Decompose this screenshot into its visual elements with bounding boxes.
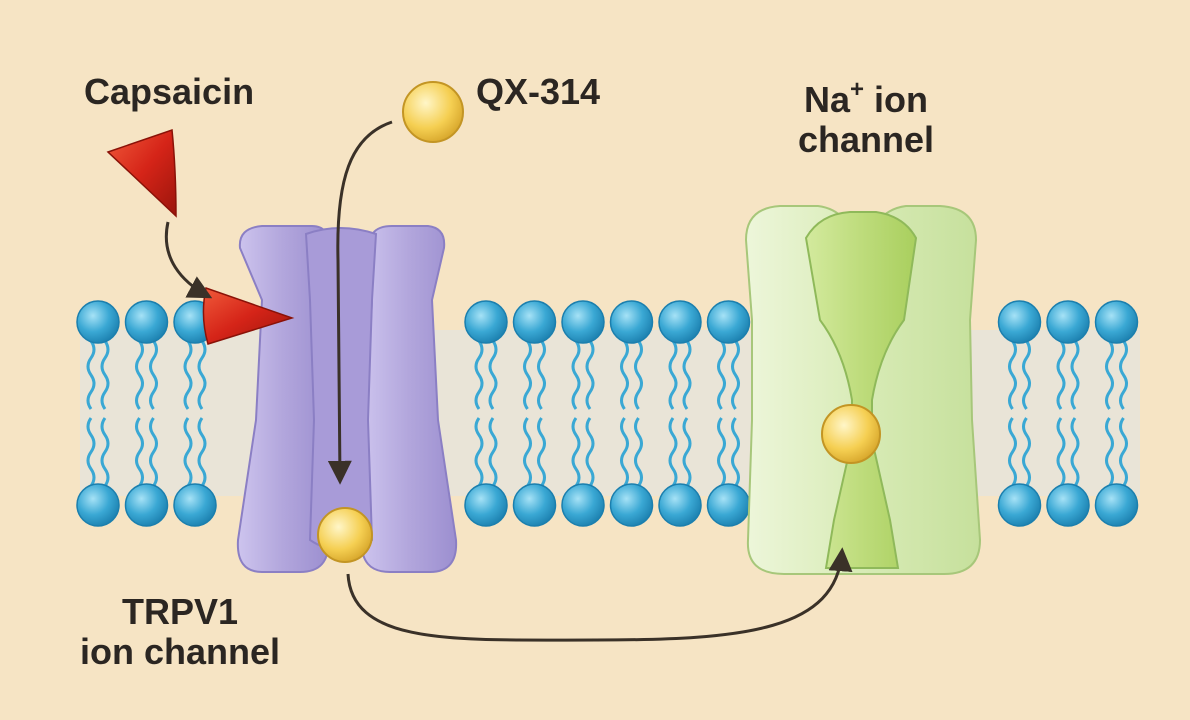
arrows [164, 120, 853, 642]
trpv1-label-line1: TRPV1 [121, 591, 239, 632]
qx314-label: QX-314 [476, 71, 601, 112]
lipid-head [997, 300, 1042, 344]
lipid-head [124, 483, 169, 527]
trpv1-channel [236, 225, 458, 573]
lipid-head [76, 483, 120, 527]
lipid-tail [197, 417, 207, 487]
lipid-tail [571, 417, 581, 487]
lipid-head [658, 300, 702, 344]
lipid-head [512, 300, 557, 344]
lipid-tail [149, 340, 158, 410]
membrane-core [80, 330, 1140, 496]
lipid-tail [668, 417, 678, 487]
lipid-head [706, 300, 751, 344]
trpv1-right-subunit [360, 225, 458, 573]
lipid-tail [523, 417, 532, 487]
ion-sphere-icon [317, 507, 373, 563]
lipid-tail [1119, 340, 1128, 410]
lipid-head [1046, 300, 1090, 344]
lipid-tail [474, 340, 484, 410]
lipid-tail [585, 340, 595, 410]
lipid-tail [488, 417, 498, 487]
lipid-tail [731, 340, 740, 410]
lipid-tail [1008, 340, 1017, 410]
lipid-head [124, 300, 169, 344]
trpv1-label: TRPV1 ion channel [40, 592, 320, 672]
lipid-head [706, 483, 751, 527]
na-channel-label: Na+ ion channel [768, 76, 964, 160]
lipid-tail [523, 340, 532, 410]
qx314-ions [317, 81, 881, 563]
qx314-transfer-arrow-icon [346, 547, 853, 642]
capsaicin-molecules [106, 128, 295, 345]
lipid-tail [1070, 340, 1080, 410]
lipid-tail [135, 417, 144, 487]
trpv1-center-subunit [304, 227, 378, 551]
lipid-tail [1008, 417, 1017, 487]
lipid-head [609, 483, 654, 527]
lipid-head [76, 300, 120, 344]
lipid-tail [717, 340, 726, 410]
lipid-tail [1119, 417, 1128, 487]
lipid-tails [86, 340, 1128, 487]
lipid-tail [668, 340, 678, 410]
na-channel-label-line2: channel [797, 119, 935, 160]
ion-sphere-icon [821, 404, 881, 464]
ion-sphere-icon [402, 81, 464, 143]
lipid-head [561, 300, 605, 344]
lipid-tail [183, 417, 193, 487]
lipid-tail [682, 340, 692, 410]
lipid-tail [620, 417, 629, 487]
na-ion-channel [744, 205, 982, 575]
lipid-tail [571, 340, 581, 410]
lipid-tail [86, 340, 96, 410]
lipid-tail [634, 417, 643, 487]
lipid-head [1094, 300, 1139, 344]
lipid-head [658, 483, 702, 527]
lipid-tail [634, 340, 643, 410]
lipid-tail [1022, 340, 1031, 410]
lipid-tail [620, 340, 629, 410]
lipid-head [609, 300, 654, 344]
lipid-tail [183, 340, 193, 410]
lipid-tail [731, 417, 740, 487]
lipid-heads [76, 300, 1139, 527]
lipid-tail [197, 340, 207, 410]
lipid-tail [1056, 340, 1066, 410]
lipid-tail [537, 340, 546, 410]
lipid-tail [149, 417, 158, 487]
lipid-tail [585, 417, 595, 487]
capsaicin-arrow-icon [164, 221, 213, 299]
trpv1-label-line2: ion channel [79, 631, 281, 672]
lipid-tail [100, 340, 110, 410]
qx314-entry-arrow-icon [327, 120, 393, 485]
lipid-head [173, 483, 217, 527]
lipid-tail [1105, 417, 1114, 487]
na-channel-label-line1: Na+ ion [803, 76, 929, 120]
lipid-tail [474, 417, 484, 487]
lipid-head [1094, 483, 1139, 527]
capsaicin-label: Capsaicin [84, 71, 255, 112]
lipid-head [512, 483, 557, 527]
lipid-head [1046, 483, 1090, 527]
lipid-tail [717, 417, 726, 487]
lipid-head [464, 300, 508, 344]
lipid-head [997, 483, 1042, 527]
lipid-tail [682, 417, 692, 487]
lipid-tail [86, 417, 96, 487]
lipid-head [464, 483, 508, 527]
lipid-tail [1070, 417, 1080, 487]
lipid-tail [1022, 417, 1031, 487]
lipid-head [561, 483, 605, 527]
lipid-tail [1056, 417, 1066, 487]
na-channel-inner [804, 211, 918, 569]
lipid-tail [1105, 340, 1114, 410]
lipid-tail [135, 340, 144, 410]
lipid-tail [488, 340, 498, 410]
lipid-tail [100, 417, 110, 487]
lipid-tail [537, 417, 546, 487]
capsaicin-cone-icon [106, 128, 177, 218]
